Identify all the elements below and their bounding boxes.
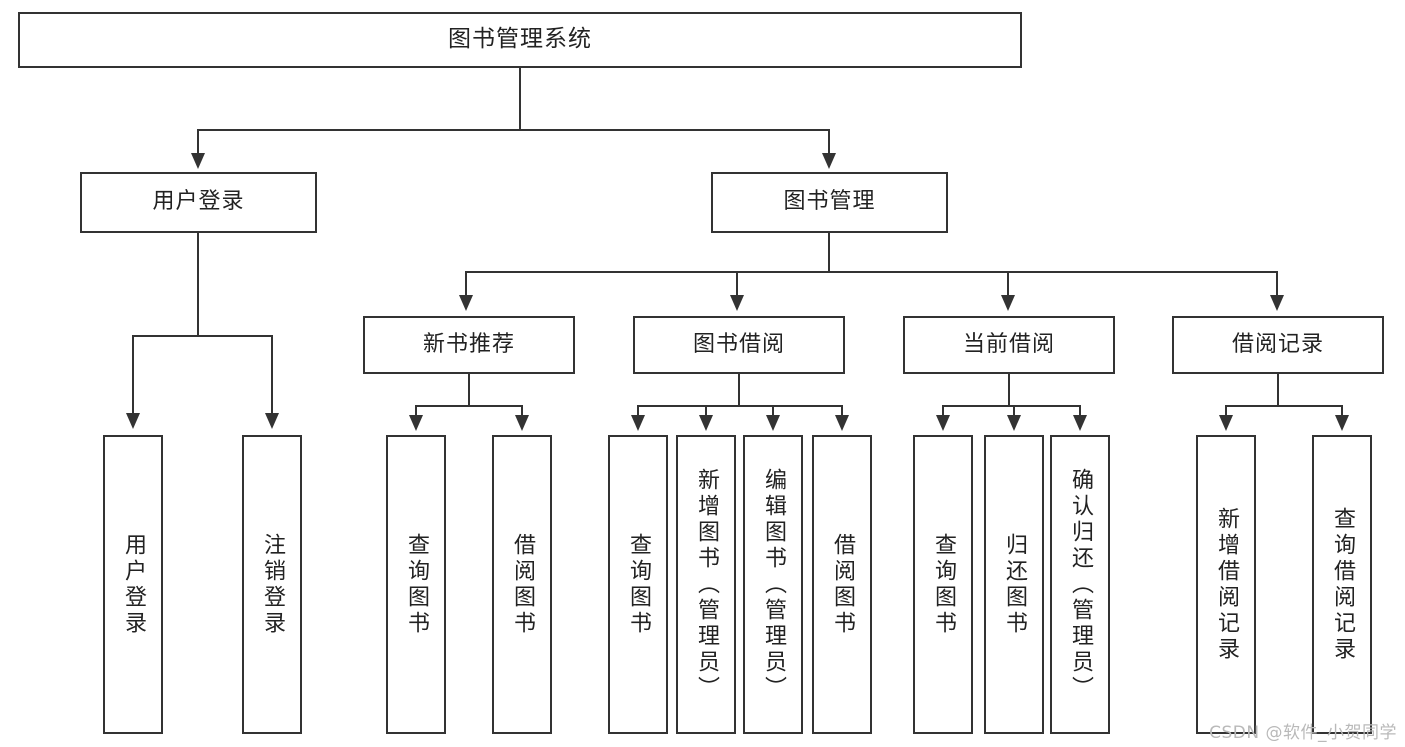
connector-current-borrow-bus: [943, 405, 1081, 407]
node-current-borrow-label: 当前借阅: [962, 331, 1055, 357]
arrowhead-to-user-login: [191, 153, 205, 169]
leaf-query-book-2-label: 查询图书: [626, 532, 651, 637]
connector-new-book-bus: [416, 405, 522, 407]
connector-bm-to-book-borrow: [736, 271, 738, 297]
leaf-edit-book[interactable]: 编辑图书（管理员）: [743, 435, 803, 734]
leaf-query-record[interactable]: 查询借阅记录: [1312, 435, 1372, 734]
node-user-login-label: 用户登录: [152, 189, 245, 215]
connector-book-borrow-bus: [638, 405, 843, 407]
leaf-edit-book-label: 编辑图书（管理员）: [761, 467, 786, 702]
connector-cb-to-leaf-3: [1079, 405, 1081, 417]
arrowhead-query-book-2: [631, 415, 645, 431]
node-book-management[interactable]: 图书管理: [711, 172, 948, 233]
leaf-confirm-return-label: 确认归还（管理员）: [1068, 467, 1093, 702]
connector-br-to-leaf-1: [1225, 405, 1227, 417]
node-root-system[interactable]: 图书管理系统: [18, 12, 1022, 68]
leaf-add-book[interactable]: 新增图书（管理员）: [676, 435, 736, 734]
leaf-logout-login[interactable]: 注销登录: [242, 435, 302, 734]
node-current-borrow[interactable]: 当前借阅: [903, 316, 1115, 374]
node-book-borrow-label: 图书借阅: [692, 331, 785, 357]
leaf-user-login[interactable]: 用户登录: [103, 435, 163, 734]
connector-current-borrow-stem: [1008, 374, 1010, 406]
connector-cb-to-leaf-2: [1013, 405, 1015, 417]
leaf-add-record-label: 新增借阅记录: [1214, 506, 1239, 663]
connector-user-login-bus: [133, 335, 273, 337]
leaf-borrow-book-1-label: 借阅图书: [510, 532, 535, 637]
connector-new-book-stem: [468, 374, 470, 406]
connector-book-management-bus: [466, 271, 1277, 273]
arrowhead-return-book: [1007, 415, 1021, 431]
leaf-logout-login-label: 注销登录: [260, 532, 285, 637]
leaf-query-book-2[interactable]: 查询图书: [608, 435, 668, 734]
arrowhead-confirm-return: [1073, 415, 1087, 431]
leaf-query-book-3[interactable]: 查询图书: [913, 435, 973, 734]
connector-user-login-to-leaf-1: [132, 335, 134, 415]
arrowhead-add-book: [699, 415, 713, 431]
arrowhead-to-book-management: [822, 153, 836, 169]
node-new-book-recommend-label: 新书推荐: [422, 331, 515, 357]
connector-root-stem: [519, 68, 521, 130]
leaf-confirm-return[interactable]: 确认归还（管理员）: [1050, 435, 1110, 734]
node-root-label: 图书管理系统: [448, 26, 592, 53]
connector-borrow-record-stem: [1277, 374, 1279, 406]
connector-root-to-user-login: [197, 129, 199, 155]
arrowhead-borrow-book-2: [835, 415, 849, 431]
connector-bb-to-leaf-2: [705, 405, 707, 417]
node-user-login[interactable]: 用户登录: [80, 172, 317, 233]
node-book-borrow[interactable]: 图书借阅: [633, 316, 845, 374]
leaf-query-book-3-label: 查询图书: [931, 532, 956, 637]
leaf-borrow-book-2[interactable]: 借阅图书: [812, 435, 872, 734]
connector-user-login-stem: [197, 233, 199, 336]
arrowhead-query-book-1: [409, 415, 423, 431]
connector-br-to-leaf-2: [1341, 405, 1343, 417]
connector-borrow-record-bus: [1226, 405, 1343, 407]
connector-bm-to-current-borrow: [1007, 271, 1009, 297]
leaf-user-login-label: 用户登录: [121, 532, 146, 637]
connector-book-management-stem: [828, 233, 830, 272]
connector-user-login-to-leaf-2: [271, 335, 273, 415]
arrowhead-query-book-3: [936, 415, 950, 431]
arrowhead-leaf-logout-login: [265, 413, 279, 429]
arrowhead-add-record: [1219, 415, 1233, 431]
leaf-add-book-label: 新增图书（管理员）: [694, 467, 719, 702]
arrowhead-new-book-recommend: [459, 295, 473, 311]
arrowhead-edit-book: [766, 415, 780, 431]
node-borrow-record[interactable]: 借阅记录: [1172, 316, 1384, 374]
node-new-book-recommend[interactable]: 新书推荐: [363, 316, 575, 374]
connector-bb-to-leaf-3: [772, 405, 774, 417]
connector-cb-to-leaf-1: [942, 405, 944, 417]
connector-new-book-to-leaf-1: [415, 405, 417, 417]
connector-bm-to-borrow-record: [1276, 271, 1278, 297]
connector-root-bus: [198, 129, 830, 131]
arrowhead-query-record: [1335, 415, 1349, 431]
connector-bb-to-leaf-4: [841, 405, 843, 417]
leaf-return-book[interactable]: 归还图书: [984, 435, 1044, 734]
arrowhead-book-borrow: [730, 295, 744, 311]
leaf-borrow-book-1[interactable]: 借阅图书: [492, 435, 552, 734]
connector-new-book-to-leaf-2: [521, 405, 523, 417]
node-borrow-record-label: 借阅记录: [1231, 331, 1324, 357]
arrowhead-current-borrow: [1001, 295, 1015, 311]
arrowhead-borrow-record: [1270, 295, 1284, 311]
arrowhead-borrow-book-1: [515, 415, 529, 431]
node-book-management-label: 图书管理: [783, 189, 876, 215]
connector-bb-to-leaf-1: [637, 405, 639, 417]
connector-book-borrow-stem: [738, 374, 740, 406]
arrowhead-leaf-user-login: [126, 413, 140, 429]
leaf-add-record[interactable]: 新增借阅记录: [1196, 435, 1256, 734]
connector-root-to-book-management: [828, 129, 830, 155]
leaf-query-book-1-label: 查询图书: [404, 532, 429, 637]
leaf-query-record-label: 查询借阅记录: [1330, 506, 1355, 663]
leaf-query-book-1[interactable]: 查询图书: [386, 435, 446, 734]
leaf-return-book-label: 归还图书: [1002, 532, 1027, 637]
leaf-borrow-book-2-label: 借阅图书: [830, 532, 855, 637]
connector-bm-to-new-book: [465, 271, 467, 297]
